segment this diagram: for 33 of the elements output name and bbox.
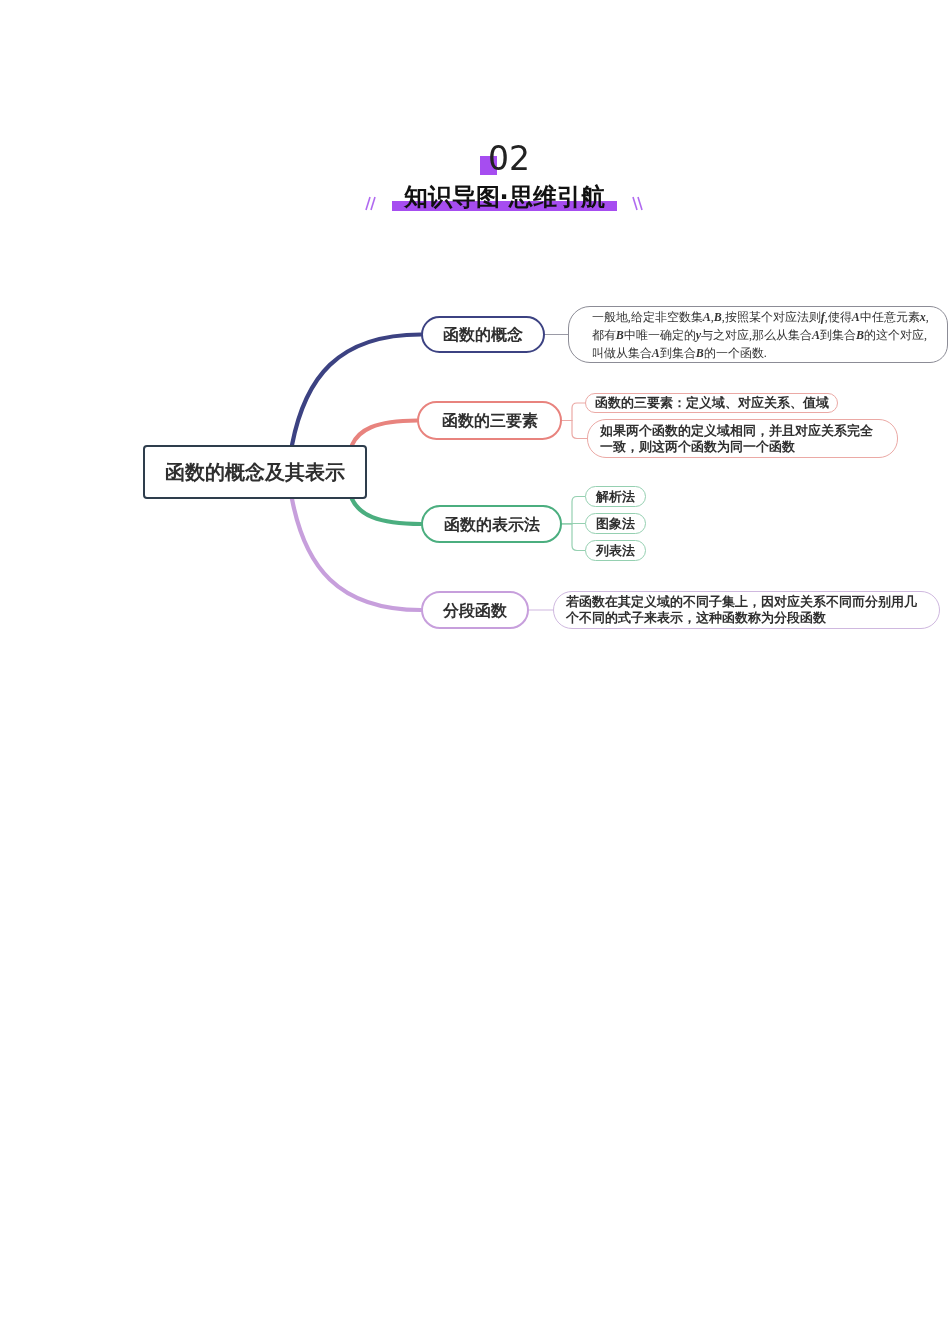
note-bubble bbox=[568, 306, 948, 363]
definition-text: 一般地,给定非空数集A,B,按照某个对应法则f,使得A中任意元素x,都有B中唯一确定的y与之对应,那么从集合A到集合B的这个对应,叫做从集合A到集合B的一个函数. bbox=[591, 308, 930, 362]
subtopic-text: 列表法 bbox=[596, 542, 635, 559]
subtopic-pill bbox=[585, 513, 646, 534]
subtopic-text: 图象法 bbox=[596, 515, 635, 532]
subtopic-pill bbox=[587, 419, 898, 458]
branch-curve bbox=[349, 496, 424, 527]
topic-text: 函数的表示法 bbox=[443, 513, 540, 535]
subtopic-text: 解析法 bbox=[596, 488, 635, 505]
branch-topic-pill bbox=[421, 505, 562, 543]
branch-curve bbox=[349, 418, 420, 448]
topic-text: 分段函数 bbox=[443, 599, 507, 621]
connector-line bbox=[561, 419, 588, 440]
subtopic-pill bbox=[585, 540, 646, 561]
subtopic-pill bbox=[553, 591, 940, 629]
connector-line bbox=[528, 609, 554, 611]
branch-topic-pill bbox=[421, 591, 529, 629]
branch-topic-pill bbox=[421, 316, 545, 353]
connector-line bbox=[544, 333, 569, 336]
branch-topic-pill bbox=[417, 401, 562, 440]
subtopic-text: 若函数在其定义域的不同子集上，因对应关系不同而分别用几个不同的式子来表示，这种函数称为分段函数 bbox=[565, 594, 918, 626]
branch-curve bbox=[289, 332, 424, 448]
subtopic-text: 函数的三要素：定义域、对应关系、值域 bbox=[594, 395, 829, 411]
subtopic-text: 如果两个函数的定义域相同，并且对应关系完全一致，则这两个函数为同一个函数 bbox=[599, 422, 874, 455]
central-topic-text: 函数的概念及其表示 bbox=[165, 459, 345, 485]
section-number: 02 bbox=[480, 142, 530, 175]
branch-curve bbox=[289, 496, 424, 613]
topic-text: 函数的概念 bbox=[443, 324, 523, 345]
subtopic-pill bbox=[585, 393, 838, 413]
connector-line bbox=[561, 523, 586, 552]
subtopic-pill bbox=[585, 486, 646, 507]
central-topic-frame bbox=[143, 445, 367, 499]
topic-text: 函数的三要素 bbox=[441, 410, 538, 431]
